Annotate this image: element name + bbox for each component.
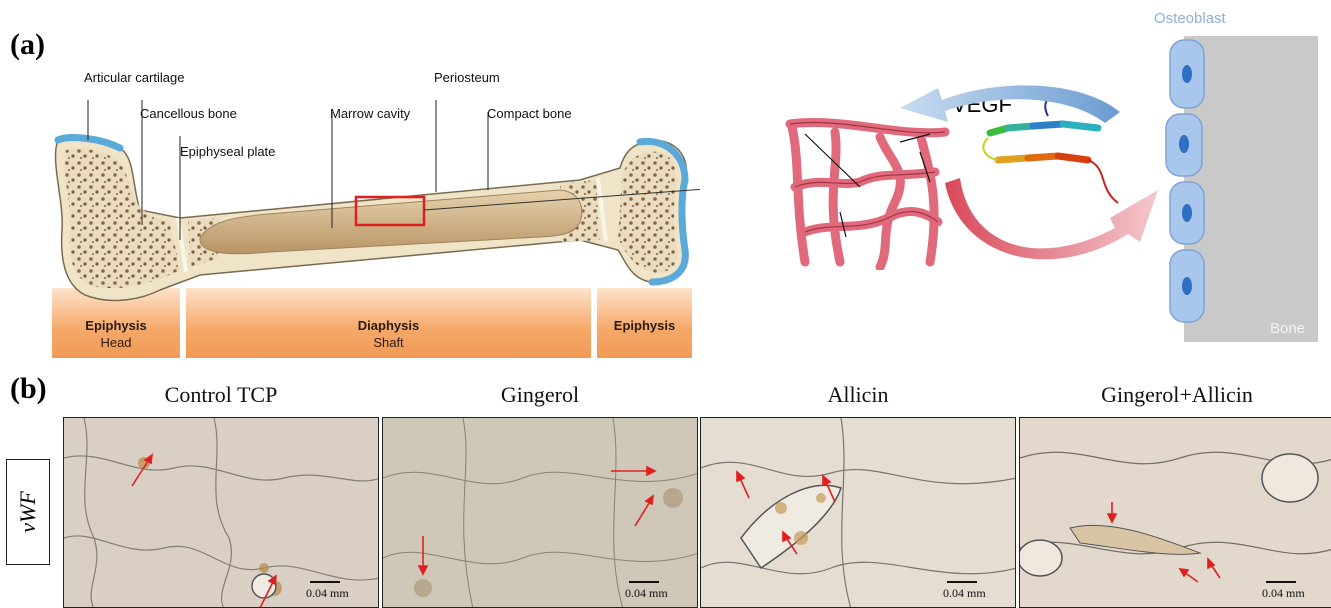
zone-subtitle: Shaft xyxy=(186,335,591,350)
micrograph-gingerol-allicin: 0.04 mm xyxy=(1019,417,1331,608)
column-title-gingerol-allicin: Gingerol+Allicin xyxy=(1019,382,1331,408)
micrograph-allicin: 0.04 mm xyxy=(700,417,1016,608)
row-label-vwf: vWF xyxy=(15,491,41,533)
column-title-allicin: Allicin xyxy=(700,382,1016,408)
scale-bar xyxy=(947,581,977,583)
bone-label: Bone xyxy=(1270,320,1305,337)
row-label-box: vWF xyxy=(6,459,50,565)
scale-bar xyxy=(1266,581,1296,583)
blue-arrow xyxy=(900,85,1120,123)
column-title-control-tcp: Control TCP xyxy=(63,382,379,408)
panel-a-label: (a) xyxy=(10,28,45,62)
red-arrow xyxy=(945,178,1158,259)
label-cancellous-bone: Cancellous bone xyxy=(140,106,237,121)
long-bone-diagram xyxy=(40,100,700,315)
scale-label: 0.04 mm xyxy=(1262,586,1305,601)
zone-subtitle: Head xyxy=(52,335,180,350)
label-compact-bone: Compact bone xyxy=(487,106,572,121)
scale-bar xyxy=(629,581,659,583)
label-periosteum: Periosteum xyxy=(434,70,500,85)
label-marrow-cavity: Marrow cavity xyxy=(330,106,410,121)
label-epiphyseal-plate: Epiphyseal plate xyxy=(180,144,275,159)
zone-title: Epiphysis xyxy=(52,318,180,333)
micrograph-control-tcp: 0.04 mm xyxy=(63,417,379,608)
label-articular-cartilage: Articular cartilage xyxy=(84,70,184,85)
feedback-arrows xyxy=(890,78,1180,298)
zone-title: Epiphysis xyxy=(597,318,692,333)
osteoblast-label: Osteoblast xyxy=(1154,10,1226,27)
micrograph-gingerol: 0.04 mm xyxy=(382,417,698,608)
scale-bar xyxy=(310,581,340,583)
scale-label: 0.04 mm xyxy=(625,586,668,601)
scale-label: 0.04 mm xyxy=(943,586,986,601)
column-title-gingerol: Gingerol xyxy=(382,382,698,408)
scale-label: 0.04 mm xyxy=(306,586,349,601)
panel-b-label: (b) xyxy=(10,372,47,406)
zone-title: Diaphysis xyxy=(186,318,591,333)
osteoblast-cells xyxy=(1160,36,1210,342)
